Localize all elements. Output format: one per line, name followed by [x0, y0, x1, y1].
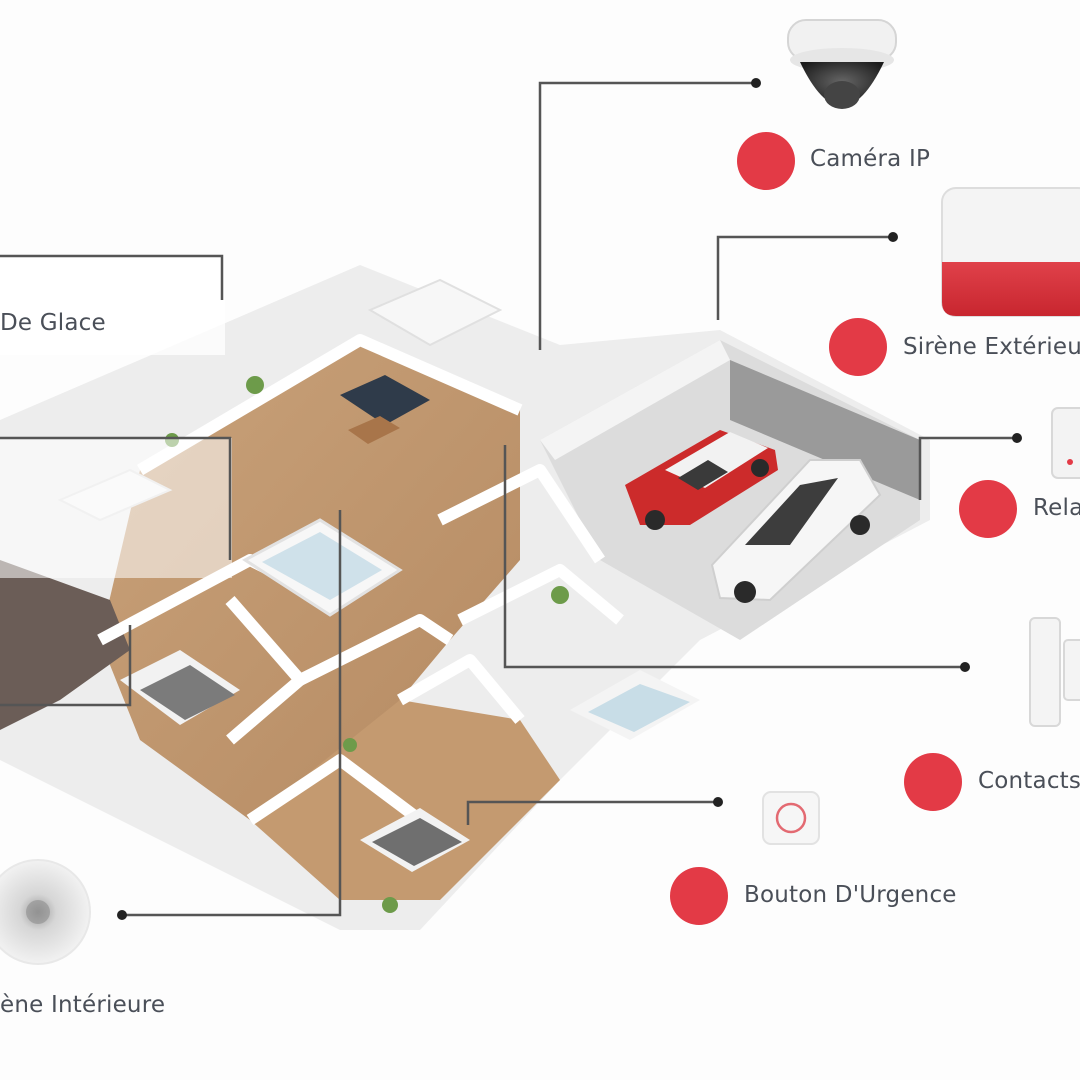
relay-module-icon [1051, 407, 1080, 479]
ip-camera-marker [737, 132, 795, 190]
house-floorplan-illustration [0, 265, 930, 930]
outdoor-siren-icon [941, 187, 1080, 317]
white-car-illustration [710, 459, 882, 603]
glass-break-label-panel [0, 255, 225, 355]
relay-label: Rela [1033, 495, 1080, 521]
red-markers [670, 132, 1017, 925]
contacts-marker [904, 753, 962, 811]
relay-marker [959, 480, 1017, 538]
outdoor-siren-marker [829, 318, 887, 376]
dome-camera-icon [787, 19, 897, 109]
left-overlay-panel [0, 438, 232, 578]
indoor-siren-label: ène Intérieure [0, 992, 166, 1018]
outdoor-siren-label: Sirène Extérieu [903, 334, 1080, 360]
panic-button-icon [762, 791, 820, 845]
red-car-illustration [625, 430, 778, 530]
panic-button-marker [670, 867, 728, 925]
glass-break-label: De Glace [0, 310, 106, 336]
indoor-siren-icon [0, 859, 91, 965]
leader-endpoints [117, 78, 1022, 920]
ip-camera-label: Caméra IP [810, 146, 931, 172]
panic-button-label: Bouton D'Urgence [744, 882, 957, 908]
leader-lines [0, 81, 1017, 917]
contacts-label: Contacts [978, 768, 1080, 794]
door-contact-icon [1029, 617, 1080, 727]
